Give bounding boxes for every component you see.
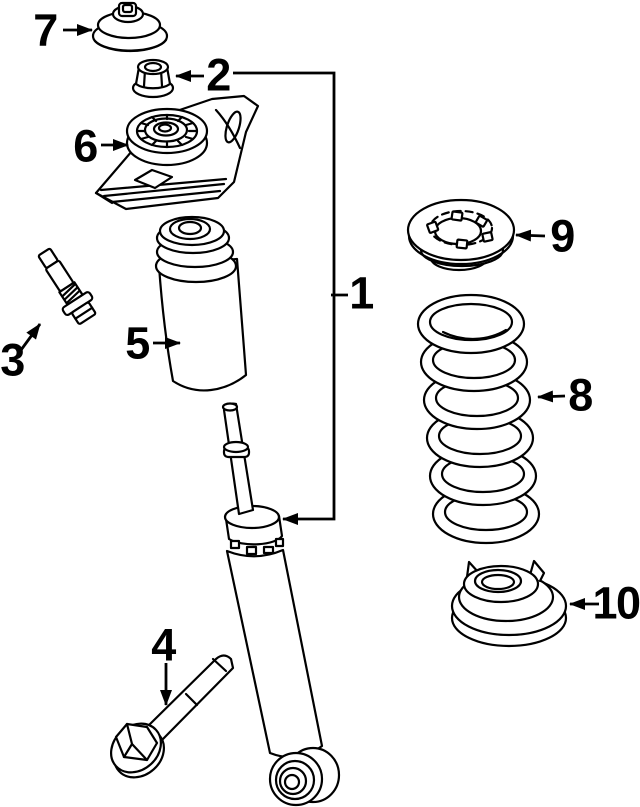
dust-shield-drawing xyxy=(154,215,248,392)
mounting-bolt-drawing xyxy=(110,654,235,779)
mount-cap-drawing xyxy=(91,1,169,53)
upper-shock-mount-drawing xyxy=(94,94,260,211)
callout-6: 6 xyxy=(73,121,129,172)
callout-8: 8 xyxy=(537,370,594,421)
callout-9-label: 9 xyxy=(550,211,574,262)
callout-1: 1 xyxy=(233,71,375,525)
callout-7-label: 7 xyxy=(33,5,57,56)
callout-4: 4 xyxy=(151,620,178,706)
callout-3-label: 3 xyxy=(0,335,24,386)
callout-3-arrow xyxy=(19,323,42,351)
callout-8-label: 8 xyxy=(568,370,592,421)
callout-9: 9 xyxy=(515,211,576,262)
callout-5: 5 xyxy=(125,318,181,369)
shock-absorber-drawing xyxy=(221,402,341,807)
callout-5-label: 5 xyxy=(125,318,149,369)
callout-10-label: 10 xyxy=(592,578,640,629)
callout-3: 3 xyxy=(0,323,42,386)
callout-2: 2 xyxy=(175,50,232,101)
callout-10: 10 xyxy=(569,578,640,629)
callout-1-label: 1 xyxy=(349,268,373,319)
callout-2-label: 2 xyxy=(206,50,230,101)
coil-spring-drawing xyxy=(416,293,541,545)
upper-spring-insulator-drawing xyxy=(406,198,516,272)
mount-nut-drawing xyxy=(131,58,175,99)
stud-bolt-drawing xyxy=(37,247,97,325)
callout-4-label: 4 xyxy=(151,620,176,671)
callouts-layer: 7 2 1 6 3 5 4 9 xyxy=(0,5,640,706)
lower-spring-insulator-drawing xyxy=(450,559,568,648)
callout-7: 7 xyxy=(33,5,93,56)
callout-8-arrow xyxy=(537,390,566,403)
callout-9-arrow xyxy=(515,229,546,242)
callout-6-label: 6 xyxy=(73,121,97,172)
